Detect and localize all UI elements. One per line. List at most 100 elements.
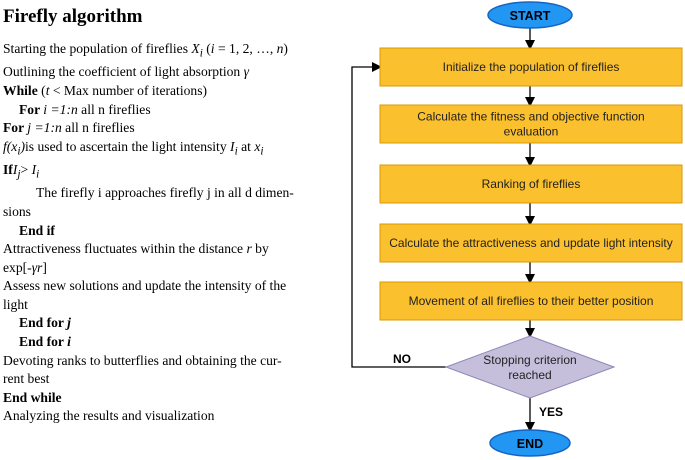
start-terminal [487, 1, 573, 29]
algorithm-text: f(x [3, 138, 18, 154]
algorithm-text: γr [31, 259, 43, 275]
process-label: Ranking of fireflies [482, 177, 581, 191]
algorithm-text: ( [202, 41, 211, 56]
algorithm-lines: Starting the population of fireflies Xi … [3, 40, 343, 426]
algorithm-text: I [12, 162, 18, 177]
process-box [379, 281, 683, 321]
algorithm-line: Assess new solutions and update the inte… [3, 277, 343, 296]
flowchart-nodes: START Initialize the population of firefl… [379, 1, 683, 457]
algorithm-text: End while [3, 389, 62, 405]
algorithm-text: j [27, 120, 32, 136]
algorithm-text: exp[- [3, 259, 32, 275]
algorithm-line: f(xi)is used to ascertain the light inte… [3, 138, 343, 161]
start-label: START [510, 9, 551, 23]
algorithm-text: j [67, 315, 71, 331]
decision-label: Stopping criterion [483, 353, 576, 367]
algorithm-text: Assess new solutions and update the inte… [3, 278, 287, 294]
algorithm-text: Starting the population of fireflies [3, 41, 192, 56]
algorithm-line: End while [3, 389, 343, 408]
algorithm-text: light [3, 296, 28, 312]
algorithm-line: rent best [3, 370, 343, 389]
algorithm-text: X [191, 41, 200, 56]
algorithm-line: Starting the population of fireflies Xi … [3, 40, 343, 63]
algorithm-text: i [199, 47, 203, 60]
algorithm-text: ) [283, 41, 288, 56]
algorithm-title: Firefly algorithm [3, 6, 143, 27]
algorithm-text: For [3, 120, 28, 136]
process-label: evaluation [504, 125, 559, 139]
algorithm-text: i [43, 101, 48, 117]
process-box [379, 164, 683, 204]
algorithm-text: i [67, 334, 71, 350]
algorithm-text: i [260, 145, 264, 158]
algorithm-text: Outlining the coefficient of light absor… [3, 64, 244, 80]
decision-diamond [444, 335, 616, 399]
flowchart-edges [351, 28, 535, 432]
algorithm-text: at [237, 138, 255, 154]
algorithm-text: =1:n [31, 120, 62, 136]
algorithm-text: γ [243, 64, 249, 80]
algorithm-line: While (t < Max number of iterations) [3, 82, 343, 101]
algorithm-text: t [45, 82, 50, 98]
process-label: Calculate the attractiveness and update … [389, 236, 673, 250]
algorithm-text: by [251, 241, 269, 257]
algorithm-text: all n fireflies [61, 120, 135, 136]
algorithm-text: I [230, 138, 235, 154]
algorithm-text: End for [19, 315, 68, 331]
decision-label: reached [508, 368, 551, 382]
algorithm-text: n [276, 41, 284, 56]
algorithm-line: IfIj> Ii [3, 161, 343, 184]
algorithm-text: > [20, 162, 32, 177]
algorithm-text: i [36, 168, 40, 181]
process-box [379, 47, 683, 87]
algorithm-line: exp[-γr] [3, 259, 343, 278]
no-loop-arrow [351, 62, 446, 368]
algorithm-line: light [3, 296, 343, 315]
process-box [379, 104, 683, 144]
algorithm-line: sions [3, 203, 343, 222]
algorithm-text: Attractiveness fluctuates within the dis… [3, 241, 247, 257]
algorithm-text: i [210, 41, 215, 56]
algorithm-text: If [3, 162, 13, 177]
algorithm-text: ) [20, 138, 26, 154]
algorithm-line: Devoting ranks to butterflies and obtain… [3, 352, 343, 371]
end-terminal [489, 429, 571, 457]
no-label: NO [393, 352, 411, 366]
algorithm-text: ( [37, 82, 46, 98]
algorithm-text: The firefly i approaches firefly j in al… [36, 185, 294, 201]
algorithm-text: rent best [3, 371, 50, 387]
algorithm-line: Attractiveness fluctuates within the dis… [3, 240, 343, 259]
algorithm-text: While [3, 82, 38, 98]
algorithm-text: < Max number of iterations) [49, 82, 208, 98]
algorithm-line: End for i [3, 333, 343, 352]
algorithm-line: End for j [3, 314, 343, 333]
process-label: Initialize the population of fireflies [443, 60, 620, 74]
algorithm-text: j [17, 168, 21, 181]
algorithm-line: Outlining the coefficient of light absor… [3, 63, 343, 82]
algorithm-line: The firefly i approaches firefly j in al… [3, 184, 343, 203]
algorithm-text: Analyzing the results and visualization [3, 408, 215, 424]
algorithm-text: x [254, 138, 261, 154]
algorithm-panel: Firefly algorithm Starting the populatio… [3, 4, 343, 426]
algorithm-text: End for [19, 334, 68, 350]
algorithm-text: For [19, 101, 44, 117]
algorithm-text: is used to ascertain the light intensity [25, 138, 231, 154]
algorithm-text: = 1, 2, …, [214, 41, 277, 56]
algorithm-text: r [246, 241, 252, 257]
algorithm-text: Devoting ranks to butterflies and obtain… [3, 352, 282, 368]
process-label: Movement of all fireflies to their bette… [409, 294, 654, 308]
algorithm-text: I [31, 162, 37, 177]
process-box [379, 223, 683, 263]
algorithm-text: sions [3, 203, 31, 219]
algorithm-text: i [234, 145, 238, 158]
algorithm-text: i [17, 145, 21, 158]
algorithm-line: Analyzing the results and visualization [3, 407, 343, 426]
yes-label: YES [539, 405, 563, 419]
algorithm-text: all n fireflies [77, 101, 151, 117]
end-label: END [517, 437, 543, 451]
process-label: Calculate the fitness and objective func… [417, 110, 644, 124]
algorithm-text: ] [42, 259, 47, 275]
algorithm-line: For i =1:n all n fireflies [3, 101, 343, 120]
algorithm-text: End if [19, 222, 55, 238]
